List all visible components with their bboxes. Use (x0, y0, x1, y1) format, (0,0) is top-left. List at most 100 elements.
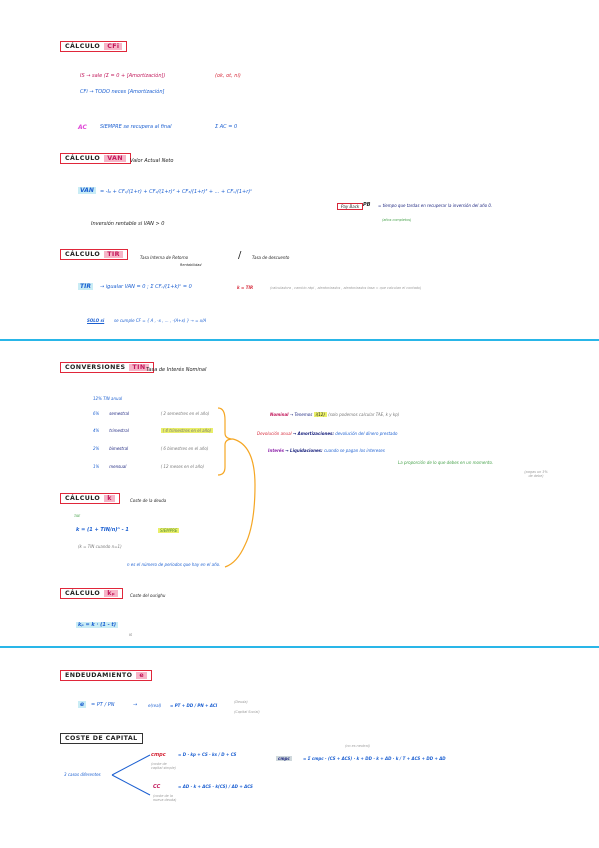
tin-row-3: 2% bimestral ( 6 bimestres en el año) (93, 446, 208, 451)
pb-text: = tiempo que tardas en recuperar la inve… (378, 203, 493, 208)
kp-formula: kₚ = k · (1 - t) (76, 622, 119, 628)
k-title: Coste de la deuda (130, 498, 167, 503)
cmpc-label: cmpc (151, 752, 166, 758)
separator-1 (0, 339, 599, 341)
capital-header-label: COSTE DE CAPITAL (65, 735, 138, 742)
e-formula: = PT / PN (91, 702, 115, 708)
tres-casos: 3 casos diferentes (64, 772, 101, 777)
dev-a: Devolución anual (257, 431, 292, 436)
inv-text: Inversión rentable si VAN > 0 (91, 221, 165, 227)
dev-b: → Amortizaciones: (292, 431, 335, 436)
k-header-tag: k (104, 495, 115, 502)
dev-line: Devolución anual → Amortizaciones: devol… (257, 431, 397, 436)
int-c: cuando se pagan los intereses (323, 448, 385, 453)
cfi-line: CFi → TODO neces [Amortización] (80, 89, 165, 95)
van-label: VAN (78, 187, 96, 194)
tin-row-3-rate: 2% (93, 446, 100, 451)
tin-row-4-rate: 1% (93, 464, 100, 469)
tir-header-label: CÁLCULO (65, 251, 101, 258)
tin-row-1-rate: 6% (93, 411, 100, 416)
ac-line: SIEMPRE se recupera al final (100, 124, 172, 130)
tir-cond: k = TIR (237, 285, 254, 290)
is-line: IS → sale (Σ = 0 + [Amortización]) (80, 73, 166, 79)
tin-title: Tasa de Interés Nominal (146, 367, 207, 373)
e-header-tag: e (136, 672, 148, 679)
tin-header-label: CONVERSIONES (65, 364, 126, 371)
capital-header: COSTE DE CAPITAL (60, 733, 143, 744)
kp-header-tag: kₚ (104, 590, 119, 597)
tir-title-sub: Rentabilidad (180, 263, 202, 267)
int-b: → Liquidaciones: (285, 448, 323, 453)
cfi-header-tag: CFi (104, 43, 123, 50)
payback-tag: Pay Back (337, 203, 364, 210)
tin-header-tag: TIN (129, 364, 149, 371)
tir-small: (calculadora , cambio rápi , aleatorizad… (270, 286, 422, 290)
solo-si: SOLO si (87, 318, 105, 323)
e-note2: (Capital Social) (234, 710, 260, 714)
k-formula: k = (1 + TIN/n)ⁿ - 1 (76, 527, 129, 533)
e-arrow: → (133, 702, 138, 708)
nominal-line: Nominal → Tenemos i(12) (solo podemos ca… (270, 412, 399, 417)
cmpc2-top: (no es neutral) (345, 744, 371, 748)
solo-formula: se cumple CF = { A , -x , ... , -(A+x) }… (114, 318, 207, 323)
tir-formula: → igualar VAN = 0 ; Σ CFₙ/(1+k)ⁿ = 0 (100, 284, 192, 290)
nominal-c: i(12) (313, 412, 327, 417)
tin-row-2: 4% trimestral ( 4 trimestres en el año) (93, 428, 214, 433)
cc-label: CC (153, 784, 161, 790)
e-label: e (78, 701, 87, 708)
k-note: (k = TIN cuando n=1) (78, 544, 122, 549)
cc-note: (coste de la nueva deuda) (153, 794, 177, 802)
ac-sum: Σ AC = 0 (215, 124, 238, 130)
tin-row-4: 1% mensual ( 12 meses en el año) (93, 464, 204, 469)
cfi-header-label: CÁLCULO (65, 43, 101, 50)
k-header-label: CÁLCULO (65, 495, 101, 502)
van-title: Valor Actual Neto (130, 158, 174, 164)
tin-row-3-name: bimestral (109, 446, 129, 451)
cmpc2-label: cmpc (276, 756, 292, 761)
tin-anual: 12% TIN anual (93, 396, 123, 401)
tin-row-1: 6% semestral ( 2 semestres en el año) (93, 411, 209, 416)
is-note: (ok, ot, ni) (215, 73, 241, 79)
e-formula2: = PT + DD / PN + ACI (170, 703, 218, 708)
dev-c: devolución del dinero prestado (335, 431, 398, 436)
tir-label: TIR (78, 283, 93, 290)
k-tae: TAE (74, 514, 81, 518)
int-d: La proporción de lo que debes en un mome… (398, 460, 494, 465)
nominal-d: (solo podemos calcular TAE, k y kp) (328, 412, 400, 417)
cc-formula: = ΔD · k + ΔCS · k(CS) / ΔD + ΔCS (178, 784, 253, 789)
kp-header-label: CÁLCULO (65, 590, 101, 597)
pb-sub: (años completos) (382, 218, 412, 222)
cmpc2-formula: = Σ cmpc · (CS + ΔCS) · k + DD · k + ΔD … (303, 756, 446, 761)
int-e: (pagas un 3% de debe) (524, 470, 548, 478)
cmpc-formula: = D · kp + CS · ks / D + CS (178, 752, 237, 757)
nominal-a: Nominal (270, 412, 289, 417)
n-note: n es el número de periodos que hay en el… (127, 562, 221, 567)
nominal-b: → Tenemos (289, 412, 313, 417)
branch-icon (111, 754, 151, 796)
van-header-label: CÁLCULO (65, 155, 101, 162)
tin-row-3-desc: ( 6 bimestres en el año) (160, 446, 209, 451)
kp-formula-text: kₚ = k · (1 - t) (76, 622, 119, 628)
ac-label: AC (78, 124, 87, 131)
tir-slash: / (238, 250, 242, 261)
kp-sub: IS (129, 633, 133, 637)
tin-row-1-desc: ( 2 semestres en el año) (160, 411, 210, 416)
kp-title: Coste del ourighu (130, 593, 166, 598)
tin-row-4-name: mensual (109, 464, 127, 469)
e-sub-label: e(real) (148, 703, 162, 708)
van-header-tag: VAN (104, 155, 126, 162)
tin-row-2-name: trimestral (109, 428, 129, 433)
van-formula: = -I₀ + CF₁/(1+r) + CF₂/(1+r)² + CF₃/(1+… (100, 189, 253, 195)
e-note1: (Deuda) (234, 700, 248, 704)
tir-title-c: Tasa de descuento (252, 255, 290, 260)
cmpc-note: (coste de capital simple) (151, 762, 176, 770)
tir-title: Tasa Interna de Retorno (140, 255, 189, 260)
separator-2 (0, 646, 599, 648)
